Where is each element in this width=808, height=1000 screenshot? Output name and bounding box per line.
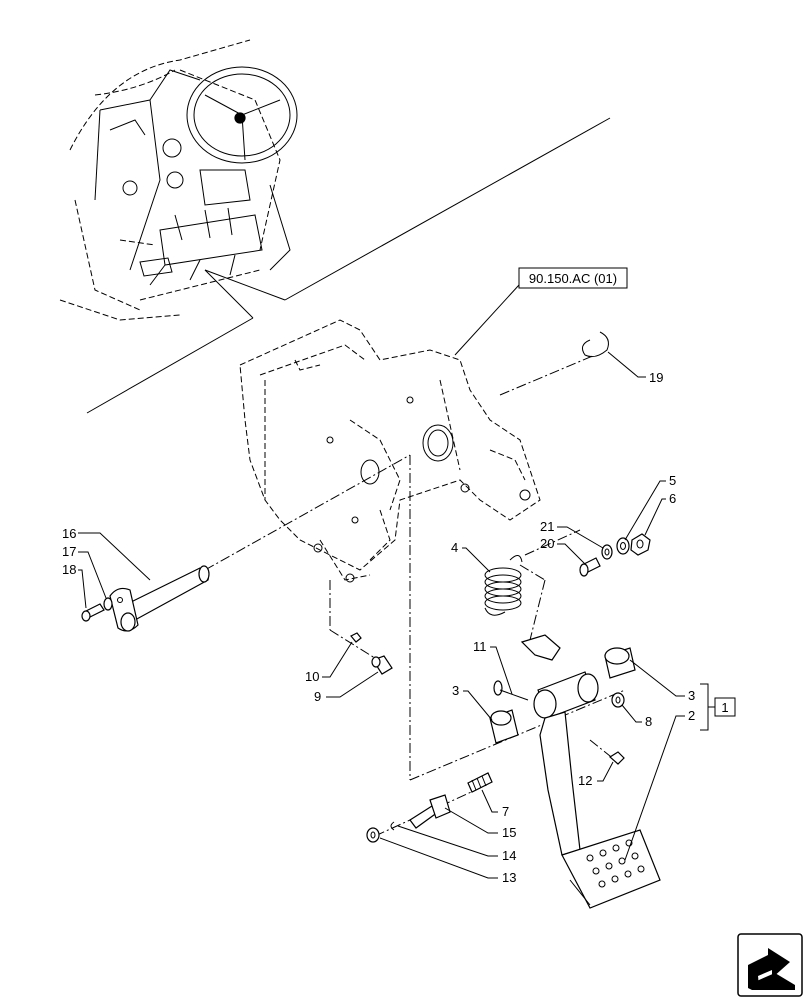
svg-text:5: 5: [669, 473, 676, 488]
svg-text:10: 10: [305, 669, 319, 684]
assembly-line-bolt9-b: [329, 629, 379, 661]
pin-11[interactable]: [493, 680, 529, 701]
svg-text:3: 3: [688, 688, 695, 703]
svg-text:18: 18: [62, 562, 76, 577]
nut-6[interactable]: [630, 533, 651, 556]
bushing-3-left[interactable]: [489, 709, 519, 744]
svg-text:6: 6: [669, 491, 676, 506]
bolt-20[interactable]: [579, 557, 601, 577]
overview-pointer-line-join-2: [204, 269, 254, 319]
overview-pointer-line-bottom: [86, 317, 254, 414]
overview-pointer-line-top: [284, 117, 611, 301]
callout-9[interactable]: 9: [314, 671, 379, 704]
reference-label[interactable]: 90.150.AC (01): [529, 271, 617, 286]
nut-10[interactable]: [350, 632, 362, 643]
assembly-line-washer: [524, 529, 581, 556]
tractor-cab-overview-icon: [59, 39, 298, 321]
callout-16[interactable]: 16: [62, 526, 151, 581]
callout-7[interactable]: 7: [481, 789, 509, 819]
callout-4[interactable]: 4: [451, 540, 491, 573]
bushing-3-right[interactable]: [604, 647, 636, 679]
svg-text:11: 11: [473, 639, 487, 654]
callout-21[interactable]: 21: [540, 519, 604, 549]
svg-text:13: 13: [502, 870, 516, 885]
clevis-fork-15[interactable]: [409, 794, 451, 829]
stud-7[interactable]: [467, 772, 493, 793]
kit-bracket[interactable]: 1: [700, 683, 736, 731]
callout-10[interactable]: 10: [305, 641, 353, 684]
callout-12[interactable]: 12: [578, 761, 614, 788]
callout-13[interactable]: 13: [379, 837, 516, 885]
svg-text:19: 19: [649, 370, 663, 385]
reference-leader-line: [454, 284, 520, 356]
callout-8[interactable]: 8: [621, 704, 652, 729]
callout-2[interactable]: 2: [624, 708, 695, 861]
callout-15[interactable]: 15: [444, 807, 516, 840]
callout-20[interactable]: 20: [540, 536, 587, 566]
callout-17[interactable]: 17: [62, 544, 107, 599]
svg-text:14: 14: [502, 848, 516, 863]
circlip-19[interactable]: [581, 331, 609, 358]
svg-text:3: 3: [452, 683, 459, 698]
callout-3-right[interactable]: 3: [629, 659, 695, 703]
next-page-arrow-icon[interactable]: [737, 933, 803, 997]
svg-text:9: 9: [314, 689, 321, 704]
washer-13[interactable]: [366, 827, 380, 843]
pedal-bracket-frame: [239, 319, 541, 583]
washer-21[interactable]: [601, 544, 613, 560]
svg-text:15: 15: [502, 825, 516, 840]
svg-text:8: 8: [645, 714, 652, 729]
pedal-assembly-2[interactable]: [520, 634, 661, 909]
nut-12[interactable]: [608, 751, 625, 765]
svg-text:21: 21: [540, 519, 554, 534]
callout-18[interactable]: 18: [62, 562, 87, 609]
assembly-line-pin: [204, 454, 411, 571]
svg-text:20: 20: [540, 536, 554, 551]
overview-pointer-line-join: [204, 269, 286, 301]
pivot-pin-16[interactable]: [109, 565, 210, 632]
washer-17[interactable]: [103, 597, 113, 611]
bolt-9[interactable]: [371, 655, 393, 675]
washer-8[interactable]: [611, 692, 625, 708]
reference-box[interactable]: [518, 267, 628, 289]
callout-14[interactable]: 14: [397, 825, 516, 863]
assembly-line-spring-b: [529, 579, 546, 641]
svg-text:4: 4: [451, 540, 458, 555]
callout-1: 1: [721, 700, 728, 715]
callout-11[interactable]: 11: [473, 639, 513, 695]
callout-19[interactable]: 19: [607, 351, 663, 385]
return-spring-4[interactable]: [484, 555, 523, 616]
bolt-18[interactable]: [81, 603, 105, 622]
callout-6[interactable]: 6: [644, 491, 676, 536]
assembly-line-spring: [519, 564, 546, 581]
callout-5[interactable]: 5: [624, 473, 676, 541]
washer-5[interactable]: [616, 537, 630, 555]
svg-text:17: 17: [62, 544, 76, 559]
assembly-line-clip19: [499, 354, 596, 396]
clip-14[interactable]: [390, 821, 395, 831]
callout-3-left[interactable]: 3: [452, 683, 493, 721]
svg-text:16: 16: [62, 526, 76, 541]
svg-text:7: 7: [502, 804, 509, 819]
svg-text:12: 12: [578, 773, 592, 788]
svg-text:2: 2: [688, 708, 695, 723]
